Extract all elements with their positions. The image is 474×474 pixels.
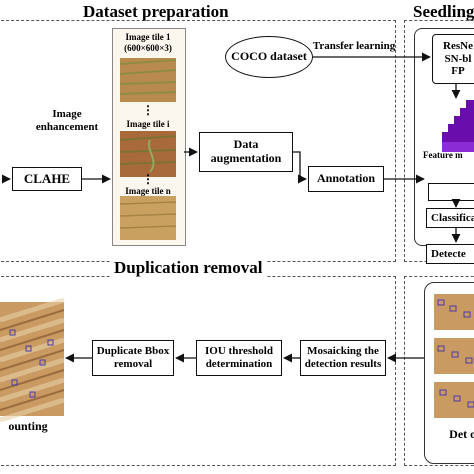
feature-map-label: Feature m [423, 150, 463, 160]
network-stage-box [428, 183, 474, 201]
duplicate-bbox-removal-box: Duplicate Bbox removal [92, 340, 174, 376]
backbone-line-3: FP [451, 65, 465, 78]
backbone-line-2: SN-bl [444, 52, 472, 65]
backbone-box: ResNe SN-bl FP [432, 34, 474, 84]
seedling-detection-title: Seedling [413, 2, 474, 21]
tilei-label: Image tile i [126, 119, 170, 129]
detection-on-label: Det on [449, 427, 474, 441]
coco-dataset-node: COCO dataset [225, 36, 313, 78]
detection-results-section [404, 276, 474, 466]
tile-texture [119, 59, 177, 229]
duplication-removal-title: Duplication removal [110, 258, 267, 278]
feature-map-pyramid [442, 100, 474, 152]
data-augmentation-box: Data augmentation [199, 132, 293, 172]
backbone-line-1: ResNe [443, 40, 473, 53]
counting-label: ounting [8, 419, 48, 433]
iou-threshold-box: IOU threshold determination [196, 340, 282, 376]
flow-arrows [1, 52, 461, 363]
classification-box: Classifica [426, 208, 474, 228]
detection-result-image-2 [434, 338, 474, 374]
detected-box: Detecte [426, 244, 474, 264]
tilen-label: Image tile n [125, 186, 171, 196]
tile1-label: Image tile 1 [125, 32, 171, 42]
transfer-learning-label: Transfer learning [312, 40, 396, 52]
tile-ellipsis-2: ⋮ [142, 172, 154, 186]
annotation-box: Annotation [308, 166, 384, 192]
tile-ellipsis-1: ⋮ [142, 103, 154, 117]
clahe-box: CLAHE [12, 167, 82, 191]
field-stripes [0, 297, 65, 423]
tile1-dims-label: (600×600×3) [124, 43, 172, 53]
dataset-preparation-title: Dataset preparation [83, 2, 229, 21]
detection-markers [9, 299, 474, 408]
image-enhancement-label: Image enhancement [35, 108, 99, 133]
mosaicking-box: Mosaicking the detection results [300, 340, 386, 376]
